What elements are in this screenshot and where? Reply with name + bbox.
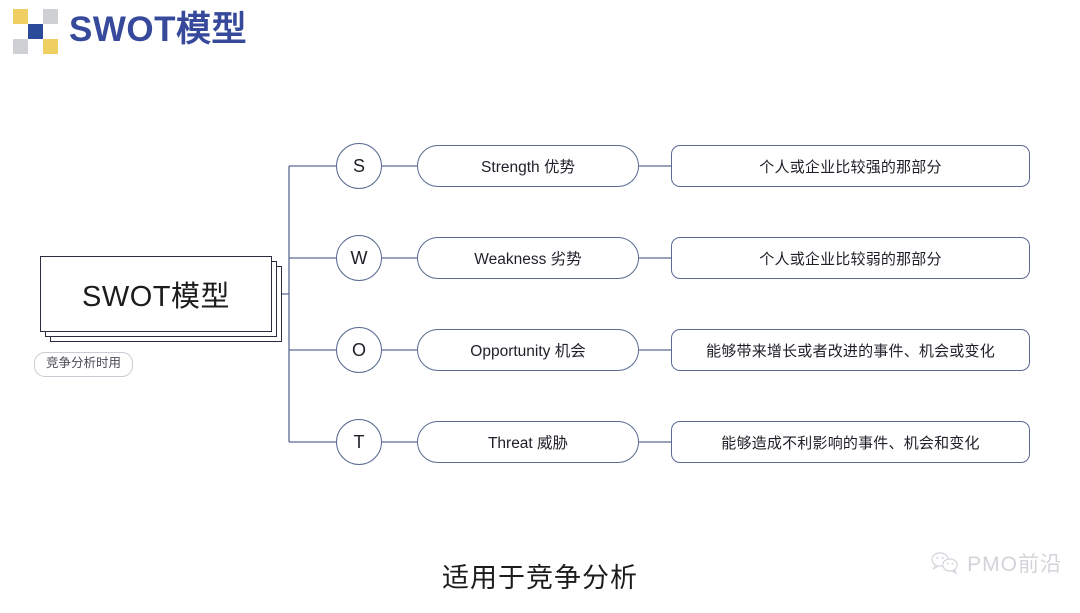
term-pill-s[interactable]: Strength 优势: [417, 145, 639, 187]
watermark: PMO前沿: [930, 548, 1062, 578]
term-pill-o[interactable]: Opportunity 机会: [417, 329, 639, 371]
node-circle-o[interactable]: O: [336, 327, 382, 373]
footer-caption: 适用于竞争分析: [442, 563, 638, 593]
description-box-o[interactable]: 能够带来增长或者改进的事件、机会或变化: [671, 329, 1030, 371]
node-circle-t[interactable]: T: [336, 419, 382, 465]
logo-square-top-left: [13, 9, 28, 24]
page-title: SWOT模型: [69, 10, 247, 49]
logo-square-center: [28, 24, 43, 39]
logo-square-top-right: [43, 9, 58, 24]
term-pill-t[interactable]: Threat 威胁: [417, 421, 639, 463]
swot-diagram: SWOT模型 竞争分析时用 S Strength 优势 个人或企业比较强的那部分…: [0, 62, 1080, 522]
description-box-t[interactable]: 能够造成不利影响的事件、机会和变化: [671, 421, 1030, 463]
description-box-s[interactable]: 个人或企业比较强的那部分: [671, 145, 1030, 187]
logo-square-bottom-left: [13, 39, 28, 54]
root-label: SWOT模型: [82, 281, 230, 313]
node-circle-w[interactable]: W: [336, 235, 382, 281]
node-circle-s[interactable]: S: [336, 143, 382, 189]
page-header: SWOT模型: [0, 0, 1080, 62]
root-tag: 竞争分析时用: [34, 352, 134, 377]
root-box-front: [40, 256, 272, 332]
swot-logo-mark: [13, 9, 59, 55]
description-box-w[interactable]: 个人或企业比较弱的那部分: [671, 237, 1030, 279]
watermark-label: PMO前沿: [967, 553, 1062, 576]
wechat-icon: [930, 551, 960, 575]
term-pill-w[interactable]: Weakness 劣势: [417, 237, 639, 279]
logo-square-bottom-right: [43, 39, 58, 54]
